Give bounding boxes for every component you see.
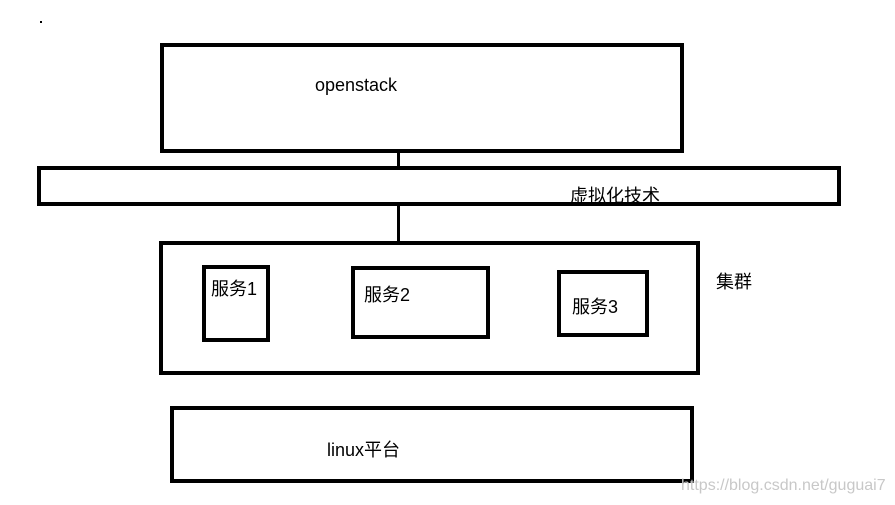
connector-virtualization-cluster bbox=[397, 204, 400, 250]
cluster-label: 集群 bbox=[716, 272, 752, 292]
connector-openstack-virtualization bbox=[397, 150, 400, 170]
service-1-label: 服务1 bbox=[211, 279, 258, 299]
openstack-label: openstack bbox=[315, 75, 398, 95]
virtualization-bar bbox=[37, 166, 841, 206]
service-1-box bbox=[202, 265, 270, 342]
service-2-box bbox=[351, 266, 490, 339]
watermark-text: https://blog.csdn.net/guguai7 bbox=[681, 477, 886, 494]
service-2-label: 服务2 bbox=[364, 285, 411, 305]
linux-platform-box bbox=[170, 406, 694, 483]
service-3-label: 服务3 bbox=[572, 297, 619, 317]
virtualization-label: 虚拟化技术 bbox=[570, 186, 660, 206]
openstack-box bbox=[160, 43, 684, 153]
service-3-box bbox=[557, 270, 649, 337]
stray-dot bbox=[40, 21, 42, 23]
linux-platform-label: linux平台 bbox=[327, 440, 401, 460]
